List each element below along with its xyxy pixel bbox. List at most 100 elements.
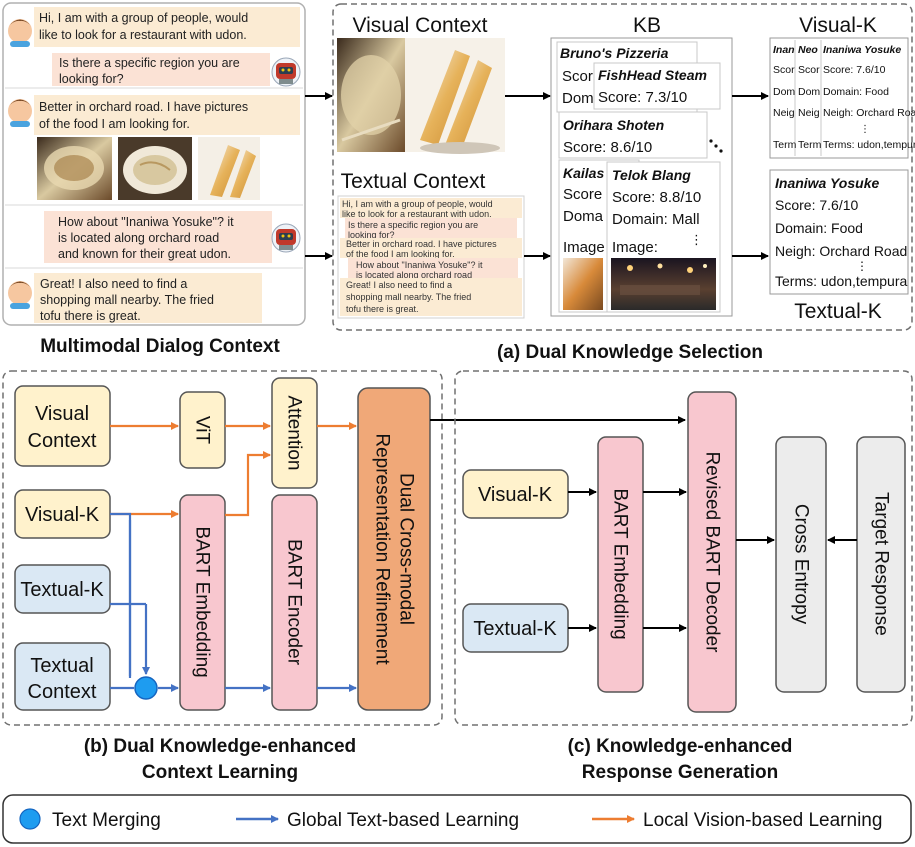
textual-k-card: Inaniwa Yosuke Score: 7.6/10 Domain: Foo… — [769, 169, 909, 295]
textual-context-label: Textual Context — [341, 170, 486, 193]
svg-text:Dom: Dom — [562, 90, 594, 107]
svg-text:Term: Term — [773, 139, 797, 151]
system-bubble-2 — [44, 211, 272, 263]
selection-caption: (a) Dual Knowledge Selection — [497, 342, 763, 363]
textual-context-thumbnail: Hi, I am with a group of people, would l… — [337, 195, 525, 319]
visual-context-photos — [337, 38, 505, 154]
system-turn-2-line3: and known for their great udon. — [58, 247, 231, 261]
svg-text:Score: Score — [563, 186, 602, 203]
robot-avatar-icon — [271, 57, 301, 87]
svg-text:Score: 8.6/10: Score: 8.6/10 — [563, 139, 652, 156]
svg-text:like to look for a restaurant: like to look for a restaurant with udon. — [342, 209, 492, 219]
textual-k-box-b: Textual-K — [14, 564, 111, 614]
svg-text:⋮: ⋮ — [860, 124, 870, 135]
svg-text:Hi, I am with a group of peopl: Hi, I am with a group of people, would — [342, 199, 493, 209]
svg-text:Target Response: Target Response — [871, 492, 892, 636]
user-turn-2-line1: Better in orchard road. I have pictures — [39, 100, 248, 114]
visual-k-card-stack: Inan Scor Dom Neig Term Neo Scor Dom Nei… — [769, 37, 915, 159]
svg-text:Better in orchard road. I have: Better in orchard road. I have pictures — [346, 239, 497, 249]
food-photo-3 — [198, 137, 260, 200]
svg-text:Orihara Shoten: Orihara Shoten — [563, 117, 664, 133]
svg-text:Terms: udon,tempura: Terms: udon,tempura — [823, 139, 915, 151]
selection-panel — [332, 3, 913, 331]
svg-text:Neig: Neig — [773, 107, 795, 119]
svg-text:Terms: udon,tempura: Terms: udon,tempura — [775, 273, 907, 289]
svg-text:Scor: Scor — [798, 64, 820, 76]
svg-text:of the food I am looking for.: of the food I am looking for. — [346, 249, 455, 259]
textual-k-box-c: Textual-K — [462, 603, 569, 653]
visual-k-label: Visual-K — [799, 14, 877, 37]
user-turn-2-line2: of the food I am looking for. — [39, 117, 190, 131]
response-caption-1: (c) Knowledge-enhanced — [568, 736, 793, 757]
svg-text:How about "Inaniwa Yosuke"? it: How about "Inaniwa Yosuke"? it — [356, 260, 483, 270]
text-merging-node — [134, 676, 158, 700]
bart-encoder-box: BART Encoder — [271, 494, 318, 711]
svg-text:Neigh: Orchard Road: Neigh: Orchard Road — [775, 243, 907, 259]
svg-text:Score: 8.8/10: Score: 8.8/10 — [612, 189, 701, 206]
svg-text:Cross Entropy: Cross Entropy — [791, 504, 812, 625]
svg-text:Scor: Scor — [562, 68, 593, 85]
svg-text:tofu there is great.: tofu there is great. — [346, 304, 419, 314]
visual-k-box-b: Visual-K — [14, 489, 111, 539]
vit-box: ViT — [179, 391, 226, 469]
user-bubble-2 — [34, 95, 300, 135]
visual-k-box-c: Visual-K — [462, 469, 569, 519]
user-bubble-3 — [34, 273, 262, 323]
kb-card-orihara: Orihara Shoten Score: 8.6/10 — [558, 111, 708, 159]
svg-text:Doma: Doma — [563, 208, 604, 225]
svg-text:Image: Image — [563, 239, 605, 256]
decoder-box: Revised BART Decoder — [687, 391, 737, 713]
user-avatar-icon — [8, 281, 32, 309]
local-vision-arrows — [110, 422, 357, 518]
svg-text:Score: 7.3/10: Score: 7.3/10 — [598, 89, 687, 106]
svg-text:Inan: Inan — [773, 44, 795, 56]
svg-text:Score: 7.6/10: Score: 7.6/10 — [775, 197, 858, 213]
attention-box: Attention — [271, 377, 318, 489]
svg-text:⋮: ⋮ — [690, 232, 703, 247]
system-turn-2-line2: is located along orchard road — [58, 231, 219, 245]
textual-k-label: Textual-K — [794, 300, 882, 323]
user-bubble-1 — [34, 7, 300, 47]
system-bubble-1 — [52, 53, 270, 86]
svg-text:Telok Blang: Telok Blang — [612, 167, 691, 183]
svg-text:Context: Context — [28, 681, 97, 703]
svg-text:BART Embedding: BART Embedding — [610, 488, 631, 639]
svg-text:Context: Context — [28, 430, 97, 452]
kb-card-fishhead: FishHead Steam Score: 7.3/10 — [593, 62, 721, 110]
food-photo-2 — [118, 137, 192, 200]
dialog-panel: Hi, I am with a group of people, would l… — [2, 2, 306, 326]
svg-text:Visual-K: Visual-K — [25, 504, 100, 526]
user-avatar-icon — [8, 99, 32, 127]
user-avatar-icon — [8, 19, 32, 47]
legend: Text Merging Global Text-based Learning … — [2, 794, 912, 844]
user-turn-1-line1: Hi, I am with a group of people, would — [39, 11, 248, 25]
system-turn-1-line1: Is there a specific region you are — [59, 56, 240, 70]
svg-text:Domain: Food: Domain: Food — [775, 220, 863, 236]
svg-text:Visual: Visual — [35, 403, 89, 425]
system-turn-2-line1: How about "Inaniwa Yosuke"? it — [58, 215, 234, 229]
svg-text:Kailas: Kailas — [563, 165, 604, 181]
bart-embedding-box-c: BART Embedding — [597, 436, 644, 693]
response-caption-2: Response Generation — [582, 762, 778, 783]
user-turn-3-line2: shopping mall nearby. The fried — [40, 293, 214, 307]
svg-text:Great! I also need to find a: Great! I also need to find a — [346, 280, 452, 290]
response-panel — [454, 370, 913, 726]
svg-text:Textual-K: Textual-K — [20, 579, 104, 601]
svg-text:Domain: Food: Domain: Food — [823, 86, 889, 98]
svg-text:Inaniwa Yosuke: Inaniwa Yosuke — [775, 175, 879, 191]
svg-text:Is there a specific region you: Is there a specific region you are — [348, 220, 478, 230]
response-arrows — [568, 488, 857, 632]
svg-text:Image:: Image: — [612, 239, 658, 256]
user-turn-1-line2: like to look for a restaurant with udon. — [39, 28, 247, 42]
svg-text:FishHead Steam: FishHead Steam — [598, 67, 707, 83]
svg-text:Score: 7.6/10: Score: 7.6/10 — [823, 64, 886, 76]
kb-card-telok: Telok Blang Score: 8.8/10 Domain: Mall I… — [606, 161, 721, 313]
user-turn-3-line3: tofu there is great. — [40, 309, 141, 323]
dialog-caption: Multimodal Dialog Context — [40, 336, 280, 357]
svg-text:Neig: Neig — [798, 107, 820, 119]
svg-text:is located along orchard road: is located along orchard road — [356, 270, 472, 280]
legend-merge-dot — [19, 808, 41, 830]
svg-text:Inaniwa Yosuke: Inaniwa Yosuke — [823, 44, 901, 56]
target-response-box: Target Response — [856, 436, 906, 693]
